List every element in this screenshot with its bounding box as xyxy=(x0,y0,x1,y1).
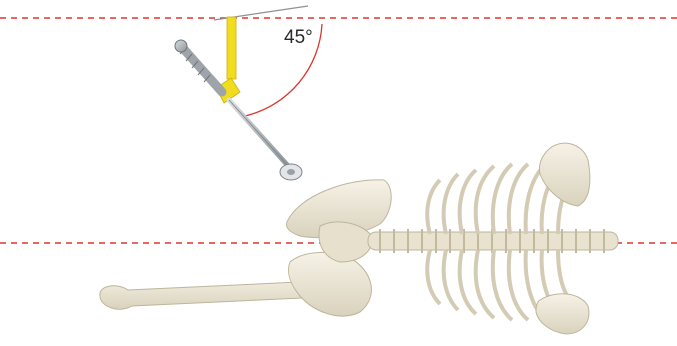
angle-label: 45° xyxy=(284,27,313,49)
skeleton-dorsal-view-icon xyxy=(100,143,618,334)
